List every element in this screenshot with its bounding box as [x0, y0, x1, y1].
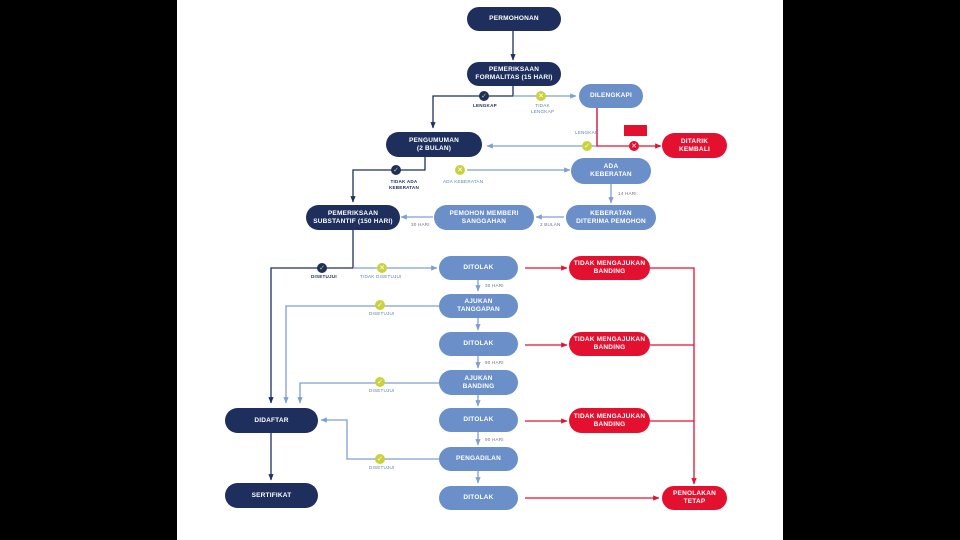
label-lengkap: LENGKAP [473, 103, 497, 108]
check-icon: ✓ [479, 91, 489, 101]
label-ada-keberatan: ADA KEBERATAN [443, 179, 484, 184]
label-tidak-disetujui: TIDAK DISETUJUI [360, 274, 402, 279]
edge-tanggapan-didaftar [283, 305, 439, 404]
label-disetujui: DISETUJUI [311, 274, 337, 279]
edge-pengadilan-didaftar [320, 417, 439, 460]
node-didaftar: DIDAFTAR [225, 408, 318, 433]
edge-pengumuman-substantif [350, 157, 426, 203]
node-penolakan-tetap: PENOLAKAN TETAP [662, 486, 727, 510]
cross-icon: ✕ [377, 263, 387, 273]
label-30-hari: 30 HARI [411, 222, 430, 227]
node-ada-keberatan: ADA KEBERATAN [571, 158, 651, 184]
edge-formalitas-pengumuman [430, 86, 514, 129]
label-disetujui-3: DISETUJUI [369, 388, 395, 393]
label-lengkap-2: LENGKAP [575, 130, 599, 135]
check-icon: ✓ [375, 300, 385, 310]
cross-icon: ✕ [629, 141, 639, 151]
cross-icon: ✕ [455, 165, 465, 175]
node-ditarik-kembali: DITARIK KEMBALI [662, 133, 727, 158]
check-icon: ✓ [391, 165, 401, 175]
node-tidak-mengajukan-banding-3: TIDAK MENGAJUKAN BANDING [569, 408, 650, 433]
node-sertifikat: SERTIFIKAT [225, 483, 318, 508]
node-tidak-mengajukan-banding-2: TIDAK MENGAJUKAN BANDING [569, 332, 650, 356]
edge-substantif-didaftar [268, 230, 354, 404]
node-pengumuman: PENGUMUMAN (2 BULAN) [386, 132, 482, 157]
node-ajukan-banding: AJUKAN BANDING [439, 370, 518, 395]
node-tidak-mengajukan-banding-1: TIDAK MENGAJUKAN BANDING [569, 256, 650, 280]
node-ajukan-tanggapan: AJUKAN TANGGAPAN [439, 294, 518, 318]
node-pengadilan: PENGADILAN [439, 447, 518, 471]
node-ditolak-3: DITOLAK [439, 408, 518, 432]
label-tidak-ada-keberatan: TIDAK ADA KEBERATAN [389, 179, 419, 190]
edge-tidak-banding1-penolakan [650, 267, 697, 485]
label-90-hari: 90 HARI [485, 360, 504, 365]
edge-banding-didaftar [297, 382, 439, 404]
node-pemohon-memberi-sanggahan: PEMOHON MEMBERI SANGGAHAN [434, 205, 534, 230]
label-tidak-lengkap-2: TIDAK LENGKAP [624, 125, 648, 137]
flowchart-canvas: PERMOHONAN PEMERIKSAAN FORMALITAS (15 HA… [177, 0, 783, 540]
node-ditolak-4: DITOLAK [439, 486, 518, 510]
connector-layer [268, 31, 697, 501]
label-disetujui-4: DISETUJUI [369, 465, 395, 470]
edge-dilengkapi-ditarik [596, 108, 662, 149]
label-90-hari-2: 90 HARI [485, 437, 504, 442]
node-pemeriksaan-formalitas: PEMERIKSAAN FORMALITAS (15 HARI) [467, 62, 561, 86]
label-30-hari-2: 30 HARI [485, 283, 504, 288]
check-icon: ✓ [375, 377, 385, 387]
label-14-hari: 14 HARI [618, 191, 637, 196]
node-ditolak-2: DITOLAK [439, 332, 518, 356]
check-icon: ✓ [317, 263, 327, 273]
label-2-bulan: 2 BULAN [540, 222, 561, 227]
cross-icon: ✕ [536, 91, 546, 101]
label-tidak-lengkap: TIDAK LENGKAP [531, 103, 555, 114]
check-icon: ✓ [582, 141, 592, 151]
node-ditolak-1: DITOLAK [439, 256, 518, 280]
node-permohonan: PERMOHONAN [467, 7, 561, 31]
label-disetujui-2: DISETUJUI [369, 311, 395, 316]
node-keberatan-diterima: KEBERATAN DITERIMA PEMOHON [566, 205, 656, 230]
node-dilengkapi: DILENGKAPI [579, 84, 643, 108]
check-icon: ✓ [375, 454, 385, 464]
node-pemeriksaan-substantif: PEMERIKSAAN SUBSTANTIF (150 HARI) [306, 205, 400, 230]
